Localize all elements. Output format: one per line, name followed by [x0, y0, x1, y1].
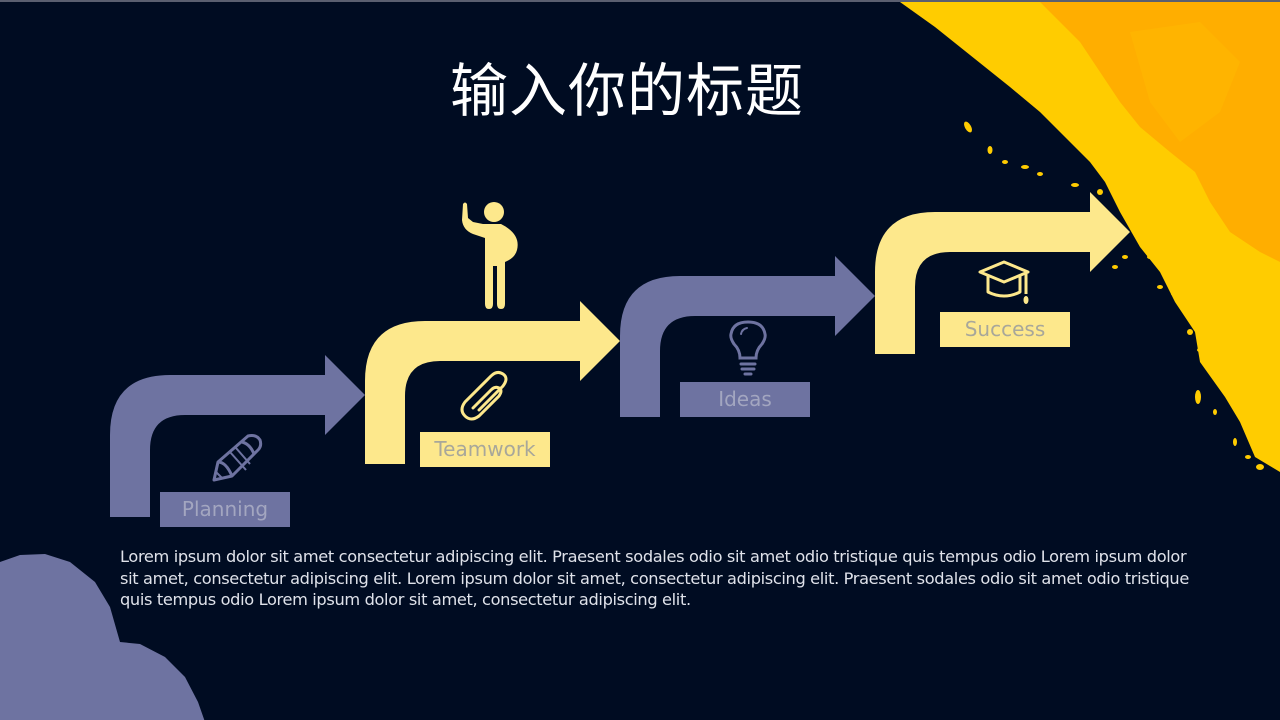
slide-title: 输入你的标题: [449, 57, 804, 125]
arrow-step-2: [365, 301, 620, 464]
pencil-icon: [212, 434, 263, 482]
graduation-cap-icon: [978, 260, 1030, 304]
step-label-teamwork: Teamwork: [420, 432, 550, 467]
arrow-step-4: [875, 192, 1130, 354]
paperclip-icon: [460, 370, 508, 421]
arrow-step-1: [110, 355, 365, 517]
step-label-planning: Planning: [160, 492, 290, 527]
step-label-ideas: Ideas: [680, 382, 810, 417]
body-paragraph: Lorem ipsum dolor sit amet consectetur a…: [120, 547, 1189, 609]
lightbulb-icon: [729, 320, 767, 376]
arrow-step-3: [620, 256, 875, 417]
step-label-success: Success: [940, 312, 1070, 347]
person-raising-hand-icon: [462, 202, 518, 309]
